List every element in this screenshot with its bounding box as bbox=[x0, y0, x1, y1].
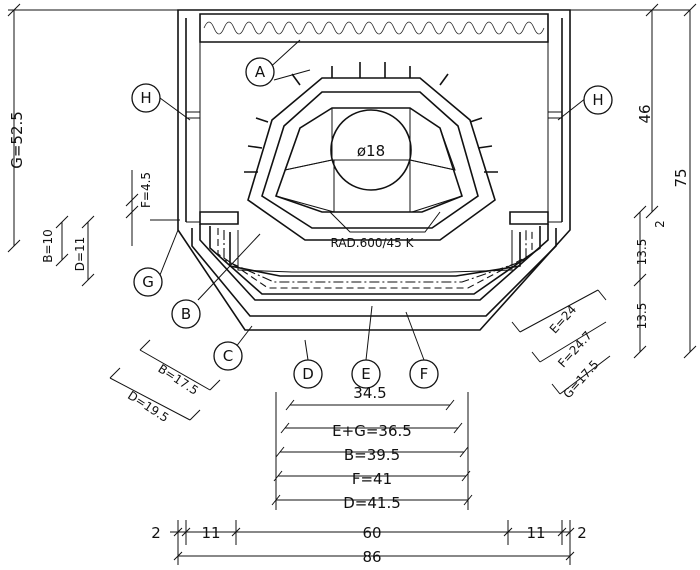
dim-b-17-5: B=17.5 bbox=[155, 362, 200, 398]
tag-A: A bbox=[245, 57, 275, 87]
dim-d-41-5: D=41.5 bbox=[343, 494, 401, 512]
tag-G: G bbox=[133, 267, 163, 297]
dim-f-4-5: F=4.5 bbox=[139, 172, 153, 208]
hearth-ledge bbox=[186, 211, 562, 225]
right-dimensions: 75 46 2 13.5 13.5 E=24 F=24.7 G=17.5 bbox=[511, 3, 697, 401]
tag-H-right: H bbox=[583, 85, 613, 115]
dim-2: 2 bbox=[653, 220, 667, 228]
leader-lines bbox=[157, 39, 587, 361]
left-dimensions: G=52.5 B=10 D=11 F=4.5 B=17.5 D=19.5 bbox=[7, 3, 221, 425]
svg-text:E: E bbox=[361, 365, 370, 383]
dim-right-2: 2 bbox=[577, 524, 587, 542]
svg-text:A: A bbox=[255, 63, 266, 81]
dim-13-5-top: 13.5 bbox=[635, 239, 649, 266]
svg-text:F: F bbox=[420, 365, 429, 383]
combustion-chamber bbox=[244, 62, 498, 241]
hearth-layers bbox=[191, 224, 557, 317]
dim-f-41: F=41 bbox=[352, 470, 392, 488]
dim-e-24: E=24 bbox=[547, 302, 579, 336]
svg-text:C: C bbox=[223, 347, 233, 365]
firebox-note-label: RAD.600/45 K bbox=[330, 236, 414, 250]
insulation-layer bbox=[203, 21, 545, 35]
dim-left-11: 11 bbox=[201, 524, 220, 542]
dim-d-11: D=11 bbox=[73, 237, 87, 272]
tag-D: D bbox=[293, 359, 323, 389]
dim-left-2: 2 bbox=[151, 524, 161, 542]
dim-right-11: 11 bbox=[526, 524, 545, 542]
dim-46: 46 bbox=[636, 104, 654, 123]
dim-13-5-bottom: 13.5 bbox=[635, 303, 649, 330]
dim-b-39-5: B=39.5 bbox=[344, 446, 400, 464]
tag-E: E bbox=[351, 359, 381, 389]
svg-text:D: D bbox=[302, 365, 314, 383]
tag-H-left: H bbox=[131, 83, 161, 113]
svg-text:H: H bbox=[140, 89, 151, 107]
svg-text:G: G bbox=[142, 273, 154, 291]
dim-g-52-5: G=52.5 bbox=[8, 111, 26, 169]
tag-F: F bbox=[409, 359, 439, 389]
svg-text:H: H bbox=[592, 91, 603, 109]
dim-34-5: 34.5 bbox=[353, 384, 386, 402]
svg-text:B: B bbox=[181, 305, 191, 323]
tag-C: C bbox=[213, 341, 243, 371]
tag-B: B bbox=[171, 299, 201, 329]
flue-outlet bbox=[330, 109, 412, 191]
bottom-dimensions: 34.5 E+G=36.5 B=39.5 F=41 D=41.5 2 11 60… bbox=[151, 384, 587, 566]
dim-b-10: B=10 bbox=[41, 229, 55, 263]
dim-total-86: 86 bbox=[362, 548, 381, 566]
flue-diameter-label: ø18 bbox=[357, 142, 385, 160]
dim-mid-60: 60 bbox=[362, 524, 381, 542]
dim-eg-36-5: E+G=36.5 bbox=[332, 422, 412, 440]
side-panels bbox=[186, 111, 562, 119]
dim-75: 75 bbox=[672, 168, 690, 187]
